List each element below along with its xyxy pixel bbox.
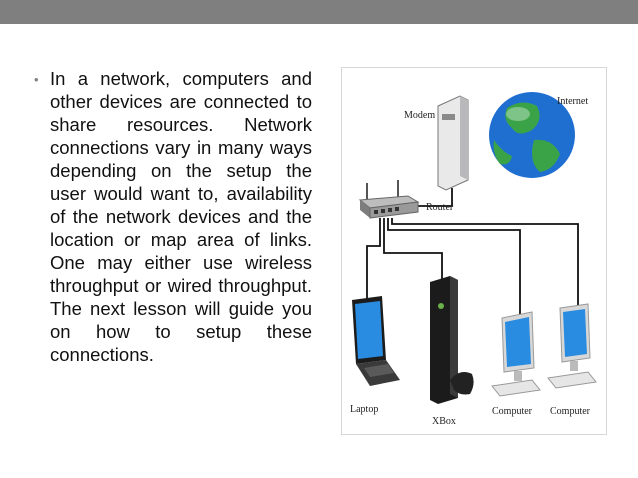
cable-router-modem	[404, 188, 453, 207]
laptop-label: Laptop	[350, 404, 378, 415]
computer-1: Computer	[491, 311, 541, 417]
cable-router-laptop	[366, 218, 381, 300]
network-diagram-svg: Modem Internet Router	[350, 92, 597, 427]
modem-device: Modem	[404, 95, 469, 191]
xbox-console: XBox	[430, 276, 474, 427]
cable-router-computer-1	[387, 218, 521, 316]
computer-2: Computer	[547, 303, 597, 417]
bullet-paragraph: • In a network, computers and other devi…	[34, 67, 312, 366]
computer-1-label: Computer	[492, 406, 533, 417]
slide-header-bar	[0, 0, 638, 24]
network-cables	[366, 188, 579, 316]
body-text: In a network, computers and other device…	[50, 68, 312, 365]
network-diagram: Modem Internet Router	[341, 67, 607, 435]
computer-2-label: Computer	[550, 406, 591, 417]
laptop-device: Laptop	[350, 296, 400, 415]
router-device: Router	[358, 180, 454, 219]
xbox-label: XBox	[432, 416, 456, 427]
internet-globe: Internet	[489, 92, 588, 178]
cable-router-computer-2	[391, 218, 579, 308]
modem-label: Modem	[404, 110, 435, 121]
router-label: Router	[426, 202, 454, 213]
bullet-marker: •	[34, 72, 39, 87]
cable-router-xbox	[383, 218, 443, 283]
internet-label: Internet	[557, 96, 588, 107]
